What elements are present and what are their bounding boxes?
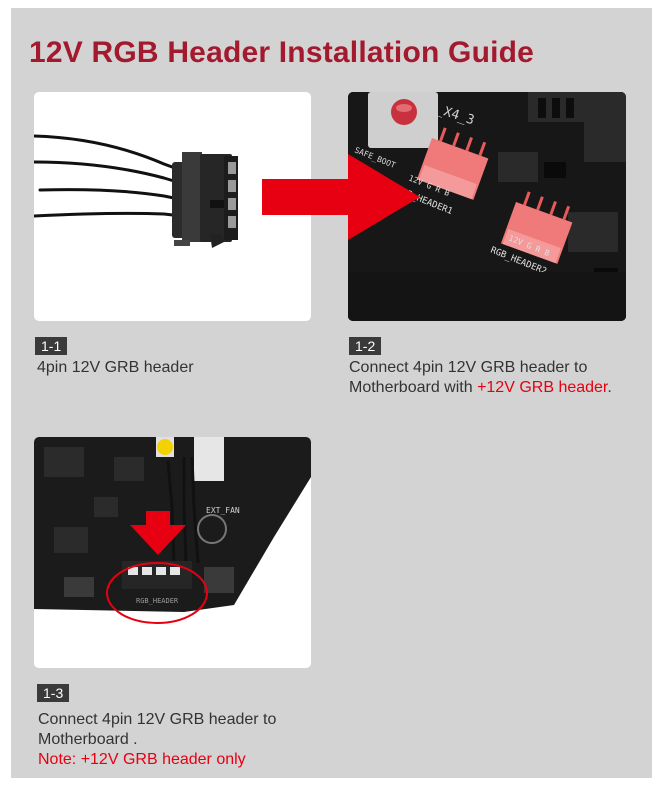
step-1-2-text-line2: Motherboard with +12V GRB header. <box>349 378 612 398</box>
step-1-3-caption: Connect 4pin 12V GRB header to Motherboa… <box>38 710 276 770</box>
step-1-3-text-line1: Connect 4pin 12V GRB header to <box>38 711 277 728</box>
step-1-3-badge: 1-3 <box>37 684 70 702</box>
page-title: 12V RGB Header Installation Guide <box>29 36 535 69</box>
connector-installed-illustration: EXT_FAN RGB_HEADER <box>34 437 311 668</box>
red-arrow-icon <box>262 154 420 240</box>
rgb-header-label: RGB_HEADER <box>136 597 179 605</box>
step-1-2-badge: 1-2 <box>349 337 382 355</box>
step-1-1-text: 4pin 12V GRB header <box>37 359 194 376</box>
ext-fan-label: EXT_FAN <box>206 506 240 515</box>
step-1-3-note: Note: +12V GRB header only <box>38 751 246 768</box>
step-1-2-text-line2a: Motherboard with <box>349 379 478 396</box>
step-1-1-badge: 1-1 <box>35 337 68 355</box>
step-1-2-text-line1: Connect 4pin 12V GRB header to <box>349 359 588 376</box>
photo-connector-installed: EXT_FAN RGB_HEADER <box>34 437 311 668</box>
step-1-2-highlight: +12V GRB header <box>477 379 608 396</box>
step-1-1-caption: 4pin 12V GRB header <box>37 358 194 378</box>
step-1-3-text-line2: Motherboard . <box>38 731 138 748</box>
cable-connector-illustration <box>34 134 238 248</box>
step-1-2-text-line2c: . <box>607 379 612 396</box>
photo-motherboard-headers: E_X4_3 SAFE_BOOT 12V G R B RGB_HEADER1 <box>348 92 626 321</box>
step-1-2-caption: Connect 4pin 12V GRB header to Motherboa… <box>349 358 612 398</box>
